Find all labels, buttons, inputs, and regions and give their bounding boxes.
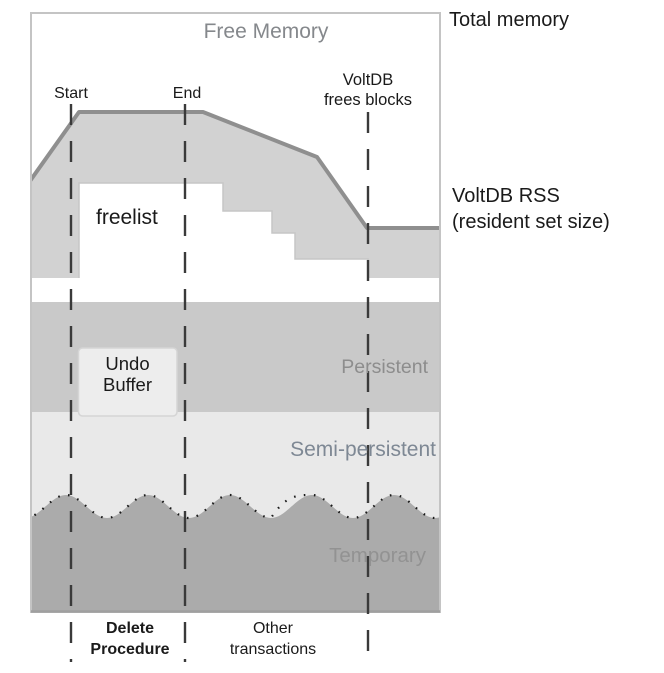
semi-persistent-label: Semi-persistent xyxy=(290,438,436,461)
delete-procedure-label: Delete Procedure xyxy=(70,618,190,660)
other-transactions-label: Other transactions xyxy=(213,618,333,660)
undo-buffer-label: Undo Buffer xyxy=(78,353,177,395)
delete-procedure-line1: Delete xyxy=(105,620,155,637)
free-memory-title: Free Memory xyxy=(203,20,329,43)
temporary-band xyxy=(31,495,440,612)
voltdb-frees-blocks-label: VoltDB frees blocks xyxy=(306,70,430,110)
temporary-label: Temporary xyxy=(329,544,426,567)
voltdb-frees-line1: VoltDB xyxy=(342,71,394,89)
other-transactions-line1: Other xyxy=(252,620,293,637)
freelist-outline xyxy=(78,182,369,278)
voltdb-rss-line1: VoltDB RSS xyxy=(452,185,560,207)
undo-buffer-line1: Undo xyxy=(105,353,150,374)
freelist-label: freelist xyxy=(96,206,158,229)
voltdb-rss-label: VoltDB RSS (resident set size) xyxy=(452,183,610,235)
other-transactions-line2: transactions xyxy=(229,641,317,658)
persistent-label: Persistent xyxy=(341,356,428,378)
delete-procedure-line2: Procedure xyxy=(90,641,170,658)
undo-buffer-line2: Buffer xyxy=(102,374,153,395)
total-memory-label: Total memory xyxy=(449,9,570,31)
voltdb-frees-line2: frees blocks xyxy=(323,91,413,109)
end-event-label: End xyxy=(172,85,202,102)
start-event-label: Start xyxy=(54,85,88,102)
freelist-region xyxy=(79,183,368,278)
undo-buffer-box xyxy=(77,347,178,417)
voltdb-rss-line2: (resident set size) xyxy=(452,211,610,233)
